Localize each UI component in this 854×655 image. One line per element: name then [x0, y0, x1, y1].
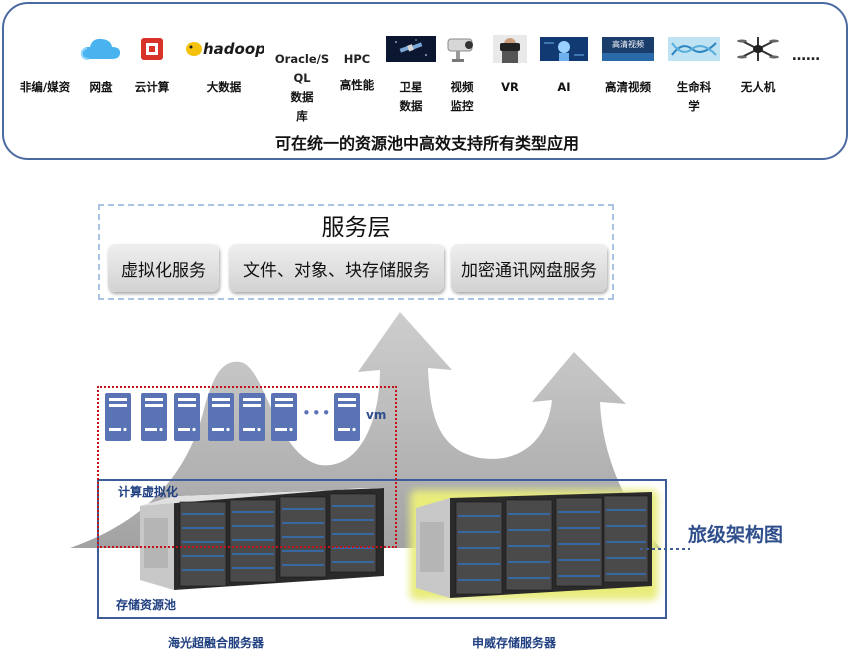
hadoop-logo: hadoop — [182, 34, 266, 64]
vm-icon — [105, 393, 131, 441]
app-satellite-data: 卫星数据 — [376, 34, 446, 116]
more-apps-ellipsis: …… — [792, 48, 820, 64]
vm-icon — [208, 393, 234, 441]
compute-virtualization-label: 计算虚拟化 — [118, 485, 179, 499]
app-drone: 无人机 — [723, 34, 793, 97]
vm-icon — [334, 393, 360, 441]
vr-headset-icon — [475, 34, 545, 64]
app-label: VR — [501, 80, 519, 94]
app-label: 大数据 — [206, 80, 242, 94]
app-label: 视频监控 — [450, 80, 474, 113]
app-big-data: hadoop 大数据 — [182, 34, 266, 97]
satellite-icon — [376, 34, 446, 64]
app-video-surveillance: 视频监控 — [427, 34, 497, 116]
app-label: 网盘 — [89, 80, 113, 94]
ai-icon — [529, 34, 599, 64]
service-layer-title: 服务层 — [321, 215, 391, 241]
storage-service: 文件、对象、块存储服务 — [229, 244, 444, 292]
svg-text:高清视频: 高清视频 — [612, 39, 644, 49]
hygon-server-label: 海光超融合服务器 — [168, 636, 265, 650]
app-ai: AI — [529, 34, 599, 97]
vm-icon — [141, 393, 167, 441]
hd-video-icon: 高清视频 — [593, 34, 663, 64]
encrypted-netdisk-service: 加密通讯网盘服务 — [451, 244, 607, 292]
sunway-server-image — [410, 490, 658, 600]
hpc-text: HPC — [343, 52, 371, 66]
app-hd-video: 高清视频 高清视频 — [593, 34, 663, 97]
cloud-computing-icon — [117, 34, 187, 64]
sunway-server-label: 申威存储服务器 — [472, 636, 557, 650]
app-netdisk: 网盘 — [66, 34, 136, 97]
connector-line — [640, 548, 690, 550]
app-cloud-computing: 云计算 — [117, 34, 187, 97]
app-life-science: 生命科学 — [659, 34, 729, 116]
app-label: 云计算 — [134, 80, 170, 94]
app-label: 数据库 — [290, 90, 314, 123]
camera-icon — [427, 34, 497, 64]
app-label: 高清视频 — [605, 80, 651, 94]
app-vr: VR — [475, 34, 545, 97]
app-label: 卫星数据 — [399, 80, 423, 113]
application-panel — [2, 2, 848, 160]
app-label: 生命科学 — [676, 80, 712, 113]
panel-caption: 可在统一的资源池中高效支持所有类型应用 — [274, 134, 579, 153]
drone-icon — [723, 34, 793, 64]
vm-icon — [174, 393, 200, 441]
app-media-editing: 非编/媒资 — [10, 34, 80, 97]
compute-virtualization-box — [97, 386, 397, 548]
oracle-sql-text: Oracle/SQL — [274, 52, 330, 85]
vm-icon — [271, 393, 297, 441]
vm-icon — [239, 393, 265, 441]
cloud-icon — [66, 34, 136, 64]
app-label: 高性能 — [339, 78, 375, 92]
service-layer-box — [98, 204, 614, 300]
app-label: 无人机 — [740, 80, 776, 94]
svg-text:hadoop: hadoop — [203, 40, 264, 58]
dna-icon — [659, 34, 729, 64]
storage-pool-label: 存储资源池 — [116, 598, 177, 612]
app-label: AI — [557, 80, 571, 94]
app-database: Oracle/SQL 数据库 — [270, 34, 334, 126]
vm-ellipsis: ••• — [302, 404, 332, 422]
app-hpc: HPC 高性能 — [322, 34, 392, 95]
architecture-label: 旅级架构图 — [688, 524, 784, 546]
hygon-server-image — [140, 488, 384, 590]
arrow-shape — [70, 312, 660, 548]
vm-label: vm — [366, 408, 387, 422]
app-label: 非编/媒资 — [19, 80, 71, 94]
virtualization-service: 虚拟化服务 — [108, 244, 219, 292]
